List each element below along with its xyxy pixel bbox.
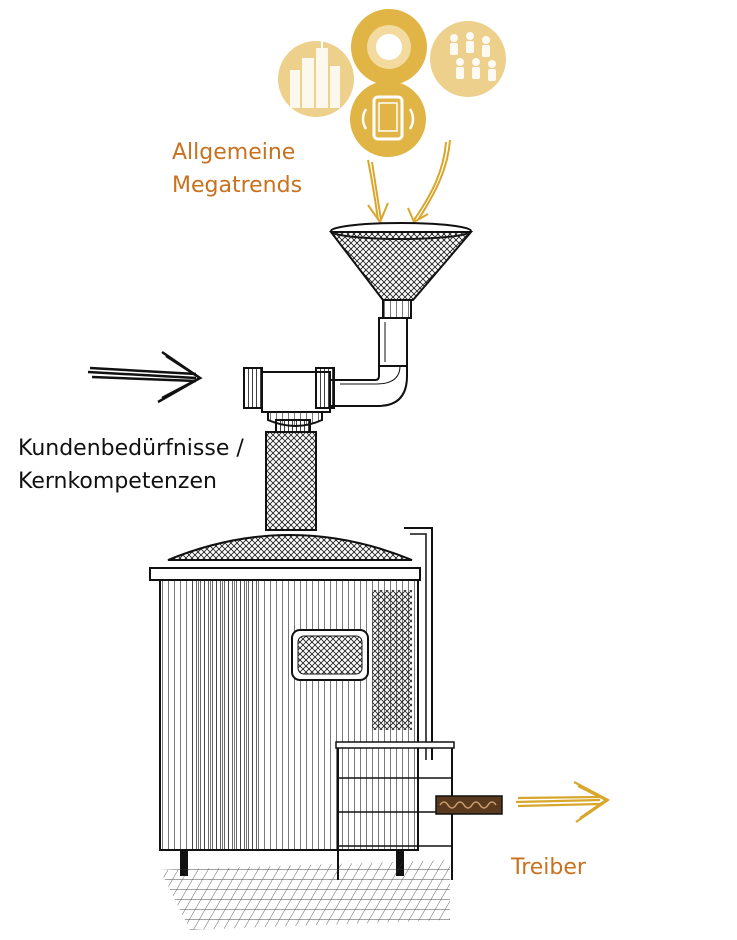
output-pipe	[435, 795, 503, 815]
pipe	[243, 317, 408, 531]
people-group-icon	[430, 21, 506, 97]
target-circle-icon	[351, 9, 427, 85]
megatrend-arrows	[367, 139, 451, 225]
label-megatrends-line2: Megatrends	[172, 173, 303, 198]
funnel	[328, 222, 474, 319]
label-treiber: Treiber	[511, 855, 586, 880]
label-kunden-line1: Kundenbedürfnisse /	[18, 436, 244, 461]
label-megatrends-line1: Allgemeine	[172, 140, 296, 165]
brewing-kettle	[149, 527, 455, 930]
megatrend-icons	[278, 9, 506, 157]
label-kunden: Kundenbedürfnisse / Kernkompetenzen	[18, 432, 244, 498]
city-skyline-icon	[278, 40, 354, 117]
output-arrow	[515, 781, 611, 823]
input-arrow	[87, 350, 203, 404]
label-megatrends: Allgemeine Megatrends	[172, 136, 302, 202]
tablet-device-icon	[350, 81, 426, 157]
label-kunden-line2: Kernkompetenzen	[18, 469, 217, 494]
